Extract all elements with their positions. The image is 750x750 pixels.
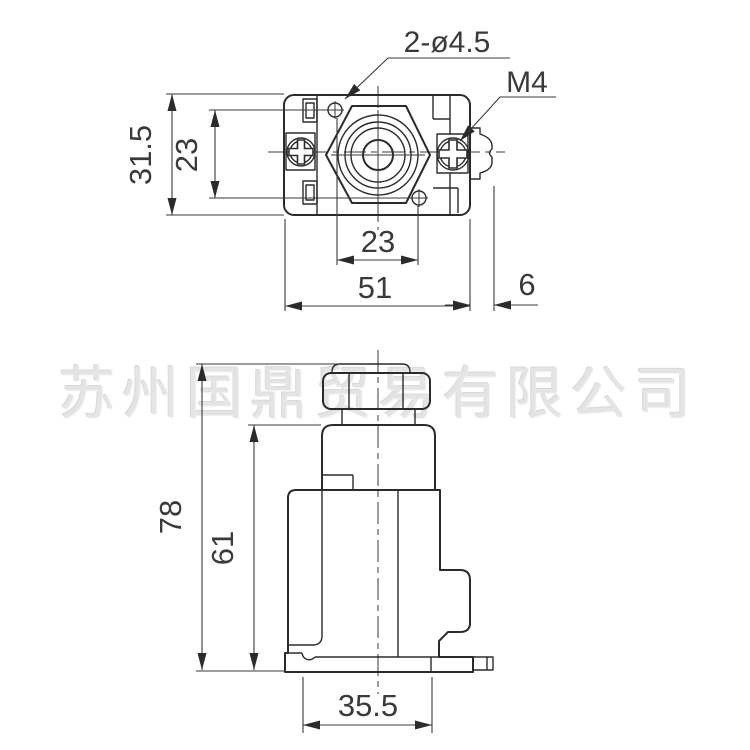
dim-35-5: 35.5 [302,677,433,733]
callout-thread: M4 [459,66,556,142]
arrow [210,181,220,198]
side-clip-outline [470,127,493,180]
base-top-edge [288,652,439,672]
hex-cap-front [322,372,431,410]
arrow [494,300,511,310]
left-screw-outer [286,137,316,167]
dim-text-61: 61 [205,531,240,565]
dim-23-horizontal: 23 [336,118,419,265]
arrow [197,653,207,670]
hex-cap-flats [348,373,404,409]
callout-holes: 2-ø4.5 [344,26,510,100]
left-phillips-screw-icon [288,139,314,165]
front-view: 78 61 35.5 [153,350,494,733]
arrow [337,255,354,265]
arrow [197,364,207,381]
coil-section [321,424,436,491]
dim-6: 6 [445,186,538,311]
dim-lines-61 [248,424,321,670]
arrow [210,110,220,127]
dim-text-23h: 23 [361,224,395,259]
body-inner-contour [288,490,323,646]
dim-lines-31-5 [166,93,284,216]
base-tab-right [472,656,494,671]
holes-label: 2-ø4.5 [404,26,491,59]
arrow [249,425,259,442]
dim-78: 78 [153,363,340,672]
coil-step-left [322,474,354,490]
right-phillips-screw-icon [438,139,468,169]
arrow [167,94,177,111]
dim-lines-35-5 [302,677,433,733]
dim-text-51: 51 [358,270,392,305]
thread-label: M4 [506,66,548,99]
top-view: 2-ø4.5 M4 31.5 23 [123,26,556,311]
dim-61: 61 [205,424,321,670]
cap-inner-top [331,363,411,374]
arrow [167,198,177,215]
valve-body-outline [283,94,471,216]
body-step-right [432,95,459,213]
dim-lines-78 [196,363,340,672]
neck [341,409,416,425]
right-screw-outer [436,137,470,171]
arrow [401,255,418,265]
leader-arrow-thread [460,125,475,141]
arrow [249,653,259,670]
dim-text-35-5: 35.5 [338,688,398,723]
slot-bottom-left [302,180,318,205]
dim-text-78: 78 [153,500,188,534]
dim-23-vertical: 23 [169,109,412,199]
leader-line-holes [344,57,510,100]
slot-bottom-left-inner [305,184,315,201]
body-outline-front [284,489,474,673]
dim-text-6: 6 [518,267,535,302]
dim-text-23v: 23 [169,138,204,172]
arrow [303,720,320,730]
arrow [285,301,302,311]
dim-text-31-5: 31.5 [123,125,158,185]
leader-line-thread [459,96,556,142]
dim-51: 51 [284,219,471,311]
hole-cross-bottom-right [410,189,428,207]
dim-31-5: 31.5 [123,93,284,216]
hex-center-cross [331,110,425,201]
dim-lines-51 [284,219,471,311]
leader-arrow-holes [345,83,361,99]
arrow [415,720,432,730]
arrow [453,300,470,310]
hex-nut-outline [325,105,431,204]
